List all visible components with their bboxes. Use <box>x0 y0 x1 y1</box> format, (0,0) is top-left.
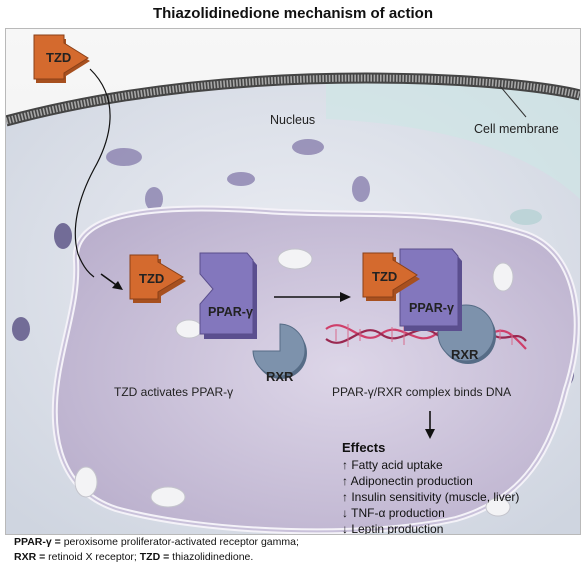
footnote-term: PPAR-γ = <box>14 536 61 548</box>
cell-membrane-texture <box>6 74 580 125</box>
effects-item: ↑ Adiponectin production <box>342 474 473 488</box>
step1-caption: TZD activates PPAR-γ <box>114 385 233 399</box>
footnote-definition: retinoid X receptor; <box>45 551 140 563</box>
step2-caption: PPAR-γ/RXR complex binds DNA <box>332 385 511 399</box>
cell-membrane-leader-line <box>499 85 527 118</box>
ppar-gamma-label-unbound: PPAR-γ <box>208 305 253 319</box>
tzd-entry-arrowhead <box>112 281 123 290</box>
ppar-gamma-label-bound: PPAR-γ <box>409 301 454 315</box>
effects-item: ↓ TNF-α production <box>342 506 445 520</box>
diagram-panel: Nucleus Cell membrane TZD TZD PPAR-γ <box>5 28 581 535</box>
rxr-unbound: RXR <box>252 323 307 384</box>
tzd-label-bound: TZD <box>372 269 397 284</box>
tzd-extracellular: TZD <box>33 34 90 83</box>
cell-membrane-label: Cell membrane <box>474 122 559 136</box>
effects-arrowhead <box>425 429 435 439</box>
ppar-gamma-unbound: PPAR-γ <box>199 252 257 339</box>
effects-item: ↓ Leptin production <box>342 522 443 534</box>
footnote-definition: thiazolidinedione. <box>169 551 254 563</box>
nucleus-label: Nucleus <box>270 113 315 127</box>
effects-item: ↑ Fatty acid uptake <box>342 458 443 472</box>
tzd-label-nuclear: TZD <box>139 271 164 286</box>
tzd-bound: TZD <box>362 252 420 301</box>
ppar-gamma-bound: PPAR-γ <box>399 248 462 331</box>
nuclear-envelope <box>53 207 578 533</box>
tzd-label-extracellular: TZD <box>46 50 71 65</box>
mechanism-diagram: Nucleus Cell membrane TZD TZD PPAR-γ <box>6 29 580 534</box>
rxr-label-bound: RXR <box>451 347 479 362</box>
footnote-term: RXR = <box>14 551 46 563</box>
step-arrow-head <box>340 292 351 302</box>
footnote-line-1: PPAR-γ = peroxisome proliferator-activat… <box>14 535 299 550</box>
tzd-nuclear: TZD <box>129 254 186 303</box>
footnote-term: TZD = <box>139 551 170 563</box>
footnote-line-2: RXR = retinoid X receptor; TZD = thiazol… <box>14 550 299 565</box>
tzd-entry-path <box>74 68 111 278</box>
abbreviation-footnote: PPAR-γ = peroxisome proliferator-activat… <box>14 535 299 565</box>
footnote-definition: peroxisome proliferator-activated recept… <box>60 536 299 548</box>
effects-item: ↑ Insulin sensitivity (muscle, liver) <box>342 490 519 504</box>
nuclear-pores <box>74 248 514 517</box>
rxr-label-unbound: RXR <box>266 369 294 384</box>
effects-title: Effects <box>342 440 385 455</box>
figure-title: Thiazolidinedione mechanism of action <box>152 5 434 22</box>
cytoplasm-tint <box>326 79 580 199</box>
cytoplasm-organelles <box>12 139 574 386</box>
